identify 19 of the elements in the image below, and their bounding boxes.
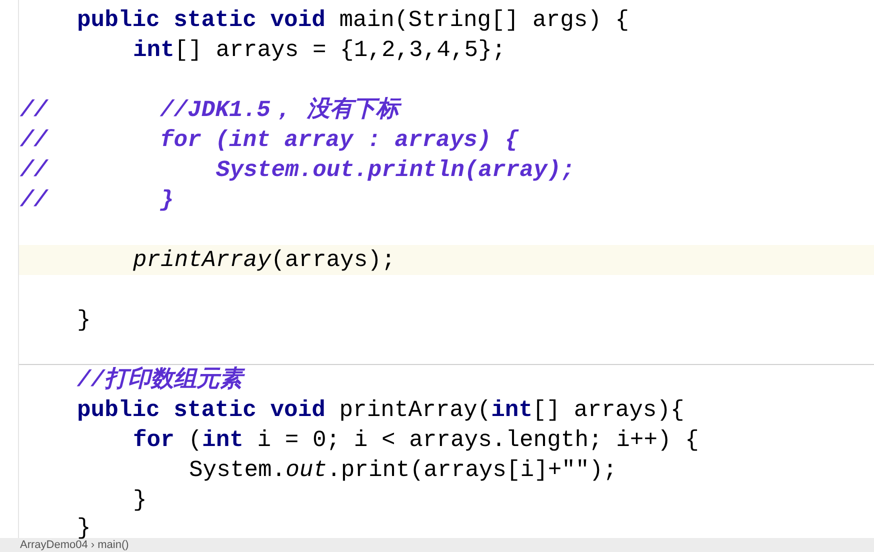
code-line: System.out.print(arrays[i]+""); [189, 456, 617, 484]
code-line: printArray(arrays); [133, 246, 396, 274]
comment-line: //JDK1.5， 没有下标 [160, 96, 400, 124]
code-line: int[] arrays = {1,2,3,4,5}; [133, 36, 506, 64]
comment-line: } [160, 186, 174, 214]
comment-line: // [20, 156, 48, 184]
comment-line: //打印数组元素 [77, 366, 243, 394]
code-line: } [77, 306, 91, 334]
code-line: } [77, 514, 91, 541]
comment-line: // [20, 186, 48, 214]
code-line: public static void main(String[] args) { [77, 6, 630, 34]
comment-line: for (int array : arrays) { [160, 126, 519, 154]
code-line: } [133, 486, 147, 514]
code-line: for (int i = 0; i < arrays.length; i++) { [133, 426, 699, 454]
comment-line: System.out.println(array); [216, 156, 575, 184]
breadcrumb-item: ArrayDemo04 › main() [20, 539, 129, 552]
comment-line: // [20, 126, 48, 154]
code-line: public static void printArray(int[] arrays){ [77, 396, 684, 424]
comment-line: // [20, 96, 48, 124]
